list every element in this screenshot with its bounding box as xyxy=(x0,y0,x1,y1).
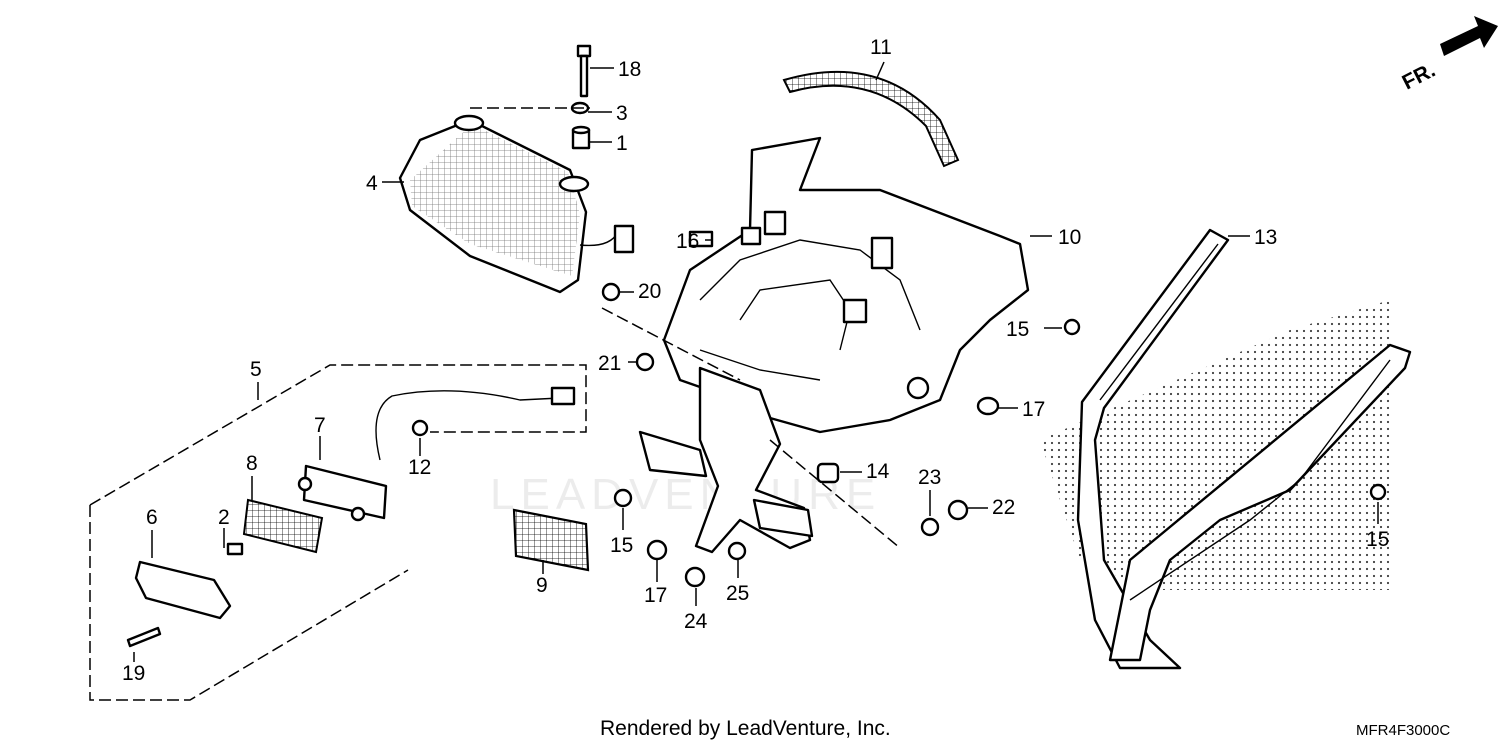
part-label: 17 xyxy=(1022,398,1045,421)
washer-23 xyxy=(920,517,940,537)
part-label: 5 xyxy=(250,358,262,381)
part-label: 6 xyxy=(146,506,158,529)
part-label: 18 xyxy=(618,58,641,81)
leader-lines xyxy=(133,61,1379,662)
reflector xyxy=(512,508,590,572)
part-label: 10 xyxy=(1058,226,1081,249)
fr-label: FR. xyxy=(1399,59,1440,95)
assembly-outlines xyxy=(89,107,901,701)
part-label: 23 xyxy=(918,466,941,489)
part-label: 11 xyxy=(870,36,892,59)
part-label: 3 xyxy=(616,102,628,125)
diagram-code: MFR4F3000C xyxy=(1356,722,1451,739)
grommet-17-bottom xyxy=(646,539,668,561)
part-label: 24 xyxy=(684,610,708,633)
watermark: LEADVENTURE xyxy=(490,470,882,519)
part-label: 15 xyxy=(1006,318,1029,341)
part-label: 25 xyxy=(726,582,749,605)
screw-15-mid xyxy=(613,488,633,508)
part-label: 22 xyxy=(992,496,1015,519)
part-label: 7 xyxy=(314,414,326,437)
license-bracket xyxy=(638,366,814,554)
part-label: 19 xyxy=(122,662,145,685)
part-label: 14 xyxy=(866,460,890,483)
part-label: 20 xyxy=(638,280,661,303)
part-labels: 1 2 3 4 5 6 7 8 9 10 11 12 13 14 15 15 1… xyxy=(122,36,1389,685)
part-label: 2 xyxy=(218,506,230,529)
tail-light xyxy=(398,114,635,294)
bolt-stack xyxy=(570,44,592,150)
rear-cowl-dotted xyxy=(1040,300,1390,590)
part-label: 4 xyxy=(366,172,378,195)
seal-strip xyxy=(782,70,960,168)
rendered-by-text: Rendered by LeadVenture, Inc. xyxy=(600,717,891,740)
part-label: 15 xyxy=(610,534,633,557)
rear-fender-frame xyxy=(1076,228,1412,670)
bolt-24 xyxy=(684,566,706,588)
screw-15-right xyxy=(1369,483,1387,501)
part-label: 15 xyxy=(1366,528,1389,551)
part-label: 12 xyxy=(408,456,431,479)
clip-12 xyxy=(411,419,429,437)
grommet-17-top xyxy=(976,396,1000,416)
nut-25 xyxy=(727,541,747,561)
part-label: 8 xyxy=(246,452,258,475)
part-label: 13 xyxy=(1254,226,1277,249)
front-direction-arrow: FR. xyxy=(1399,16,1498,94)
part-label: 17 xyxy=(644,584,667,607)
part-label: 16 xyxy=(676,230,699,253)
clip xyxy=(688,230,714,248)
collar-22 xyxy=(947,499,969,521)
license-light-assembly xyxy=(126,386,576,648)
part-label: 1 xyxy=(616,132,628,155)
part-label: 21 xyxy=(598,352,621,375)
screw-15-top xyxy=(1063,318,1081,336)
part-label: 9 xyxy=(536,574,548,597)
nut-21 xyxy=(635,352,655,372)
nut-20 xyxy=(601,282,621,302)
grommet-14 xyxy=(816,462,840,484)
